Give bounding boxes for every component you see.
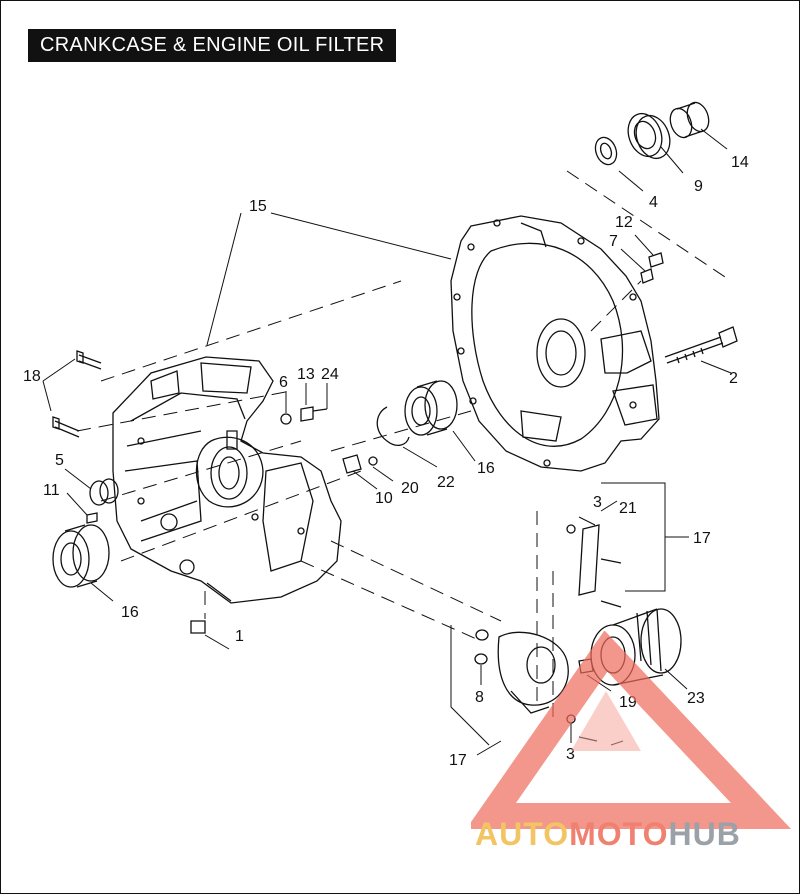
bolt-part-2 (664, 326, 738, 364)
retaining-ring-part-22 (376, 406, 410, 447)
watermark-hub: HUB (668, 816, 741, 852)
group-bracket-17 (450, 482, 689, 746)
screw-part-24 (312, 408, 328, 412)
callout-13: 13 (297, 366, 315, 383)
callout-5: 5 (55, 452, 64, 469)
left-crankcase-half (112, 356, 342, 604)
oil-filter-adapter (497, 631, 569, 714)
callout-16-left: 16 (121, 604, 139, 621)
o-ring-part-6 (280, 413, 292, 425)
oil-filter-part-23 (590, 608, 682, 686)
callout-23: 23 (687, 690, 705, 707)
callout-12: 12 (615, 214, 633, 231)
callout-9: 9 (694, 178, 703, 195)
callout-18: 18 (23, 368, 41, 385)
callout-20: 20 (401, 480, 419, 497)
plug-part-1 (190, 620, 206, 634)
right-crankcase-half (450, 215, 660, 472)
stud-part-18-upper (76, 350, 102, 370)
callout-21: 21 (619, 500, 637, 517)
sleeve-part-10 (342, 454, 362, 474)
callout-3-upper: 3 (593, 494, 602, 511)
callout-8: 8 (475, 689, 484, 706)
alignment-lines (76, 170, 732, 721)
diagram-title: CRANKCASE & ENGINE OIL FILTER (28, 29, 397, 62)
bearing-part-16-right (404, 380, 458, 436)
o-ring-part-8 (474, 629, 489, 665)
washer-part-3-lower (566, 714, 576, 724)
watermark-text: AUTOMOTOHUB (475, 816, 741, 853)
callout-17-left: 17 (449, 752, 467, 769)
dowel-pin-part-7 (640, 268, 654, 284)
callout-24: 24 (321, 366, 339, 383)
stud-part-18-lower (52, 416, 80, 438)
callout-17-right: 17 (693, 530, 711, 547)
callout-6: 6 (279, 374, 288, 391)
callout-10: 10 (375, 490, 393, 507)
pin-part-11 (86, 512, 98, 524)
plate-part-13 (300, 406, 314, 422)
callout-2: 2 (729, 370, 738, 387)
callout-3-lower: 3 (566, 746, 575, 763)
bracket-part-21 (578, 524, 600, 596)
callout-14: 14 (731, 154, 749, 171)
needle-bearing-part-5 (89, 478, 119, 506)
callout-19: 19 (619, 694, 637, 711)
callout-7: 7 (609, 233, 618, 250)
o-ring-part-20 (368, 456, 378, 466)
callout-22: 22 (437, 474, 455, 491)
callout-1: 1 (235, 628, 244, 645)
dowel-pin-part-12 (648, 252, 664, 268)
screw-parts-bracket (578, 558, 622, 742)
watermark-auto: AUTO (475, 816, 570, 852)
washer-part-3-upper (566, 524, 576, 534)
leader-lines (42, 128, 732, 756)
bearing-part-16-left (52, 524, 110, 588)
callout-4: 4 (649, 194, 658, 211)
callout-numbers: 1 2 3 3 4 5 6 7 8 9 10 11 12 13 14 15 16… (23, 154, 749, 769)
seal-part-4 (594, 136, 618, 166)
callout-11: 11 (43, 482, 60, 499)
watermark-moto: MOTO (569, 816, 669, 852)
bearing-part-9 (627, 112, 671, 160)
callout-16-right: 16 (477, 460, 495, 477)
bushing-part-14 (669, 101, 710, 139)
callout-15: 15 (249, 198, 267, 215)
